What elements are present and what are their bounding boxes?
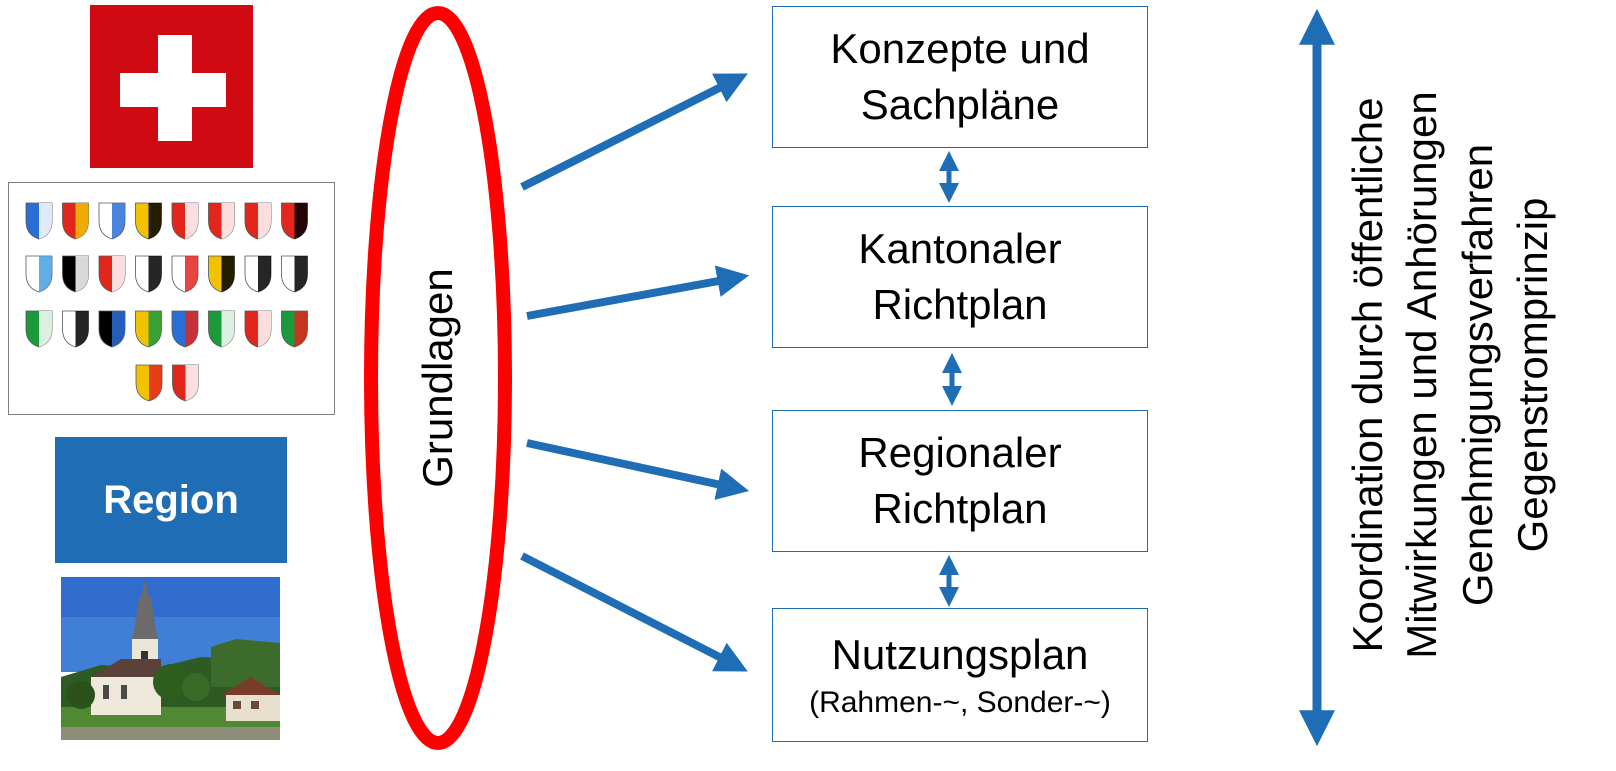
swiss-flag-icon — [90, 5, 253, 168]
canton-crest-icon — [172, 364, 199, 402]
plan-box-kantonaler-richtplan: Kantonaler Richtplan — [772, 206, 1148, 348]
canton-crest-icon — [25, 202, 53, 240]
grundlagen-ellipse — [364, 6, 512, 750]
canton-crest-icon — [98, 255, 126, 293]
canton-crest-icon — [208, 202, 235, 240]
canton-crest-icon — [25, 255, 53, 293]
plan-sublabel: (Rahmen-~, Sonder-~) — [809, 686, 1111, 719]
canton-crest-icon — [208, 310, 235, 348]
plan-label-line1: Regionaler — [858, 429, 1062, 476]
canton-crest-icon — [62, 202, 89, 240]
plan-label-line2: Richtplan — [872, 281, 1048, 328]
arrow-to-konzepte — [520, 73, 748, 191]
canton-crest-icon — [98, 310, 126, 348]
plan-label-line1: Nutzungsplan — [831, 631, 1089, 678]
canton-crest-icon — [25, 310, 53, 348]
region-label: Region — [103, 477, 239, 522]
fan-arrows — [520, 73, 750, 672]
plan-box-regionaler-richtplan: Regionaler Richtplan — [772, 410, 1148, 552]
coordination-line-4: Gegenstromprinzip — [1509, 197, 1556, 553]
arrow-to-regionaler — [526, 439, 750, 500]
canton-crest-icon — [281, 310, 308, 348]
coordination-line-3: Genehmigungsverfahren — [1454, 143, 1501, 607]
plan-label-line1: Konzepte und — [830, 25, 1090, 72]
canton-crests-icon — [8, 182, 335, 415]
canton-crest-icon — [135, 202, 162, 240]
plan-label-line1: Kantonaler — [858, 225, 1062, 272]
plan-box-konzepte: Konzepte und Sachpläne — [772, 6, 1148, 148]
canton-crest-icon — [98, 202, 126, 240]
canton-crest-icon — [208, 255, 235, 293]
canton-crest-icon — [62, 310, 89, 348]
arrow-to-kantonaler — [526, 265, 750, 320]
village-church-photo — [61, 577, 280, 740]
canton-crest-icon — [135, 255, 162, 293]
plan-box-nutzungsplan: Nutzungsplan (Rahmen-~, Sonder-~) — [772, 608, 1148, 742]
canton-crest-icon — [281, 255, 308, 293]
canton-crest-icon — [244, 255, 272, 293]
canton-crest-icon — [244, 310, 272, 348]
canton-crest-icon — [62, 255, 89, 293]
arrow-to-nutzungsplan — [520, 552, 748, 672]
coordination-line-2: Mitwirkungen und Anhörungen — [1398, 91, 1445, 659]
region-box: Region — [55, 437, 287, 563]
canton-crest-icon — [244, 202, 272, 240]
canton-crest-icon — [171, 255, 199, 293]
coordination-line-1: Koordination durch öffentliche — [1344, 97, 1391, 653]
plan-label-line2: Sachpläne — [860, 81, 1060, 128]
canton-crest-icon — [171, 202, 199, 240]
grundlagen-label: Grundlagen — [414, 268, 461, 488]
canton-crest-icon — [135, 310, 162, 348]
canton-crest-icon — [281, 202, 308, 240]
plan-label-line2: Richtplan — [872, 485, 1048, 532]
canton-crest-icon — [171, 310, 199, 348]
canton-crest-icon — [135, 364, 163, 402]
